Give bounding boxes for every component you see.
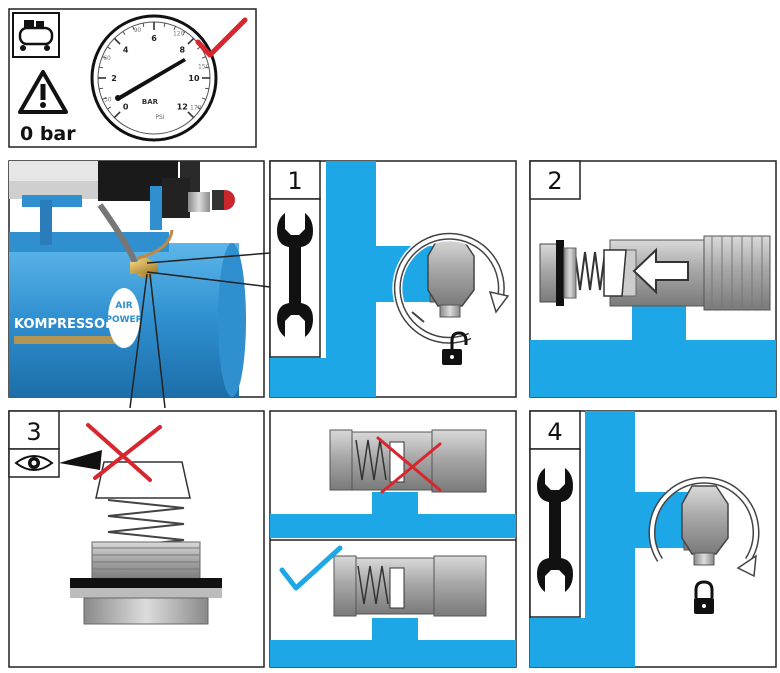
step3-number: 3 <box>26 418 41 446</box>
step3-panel: 3 <box>8 410 265 668</box>
red-checkmark <box>195 17 248 58</box>
gauge-tick <box>173 26 176 31</box>
insert-arrow <box>632 247 689 295</box>
eye-icon <box>14 455 54 471</box>
gauge-tick <box>201 97 206 100</box>
gauge-psi-tick-label: 170 <box>190 104 202 111</box>
gauge-tick <box>107 106 111 110</box>
gauge-psi-tick-label: 150 <box>198 64 210 71</box>
gauge-bar-tick-label: 0 <box>123 102 129 111</box>
step2-number: 2 <box>547 167 562 195</box>
gauge-tick <box>201 56 206 59</box>
threaded-plug <box>70 541 222 625</box>
gauge-tick <box>187 37 195 45</box>
gauge-tick <box>98 87 104 90</box>
gauge-tick <box>197 106 201 110</box>
callout-lines <box>129 252 271 409</box>
pressure-label: 0 bar <box>20 123 76 145</box>
gauge-tick <box>102 56 107 59</box>
step4-number: 4 <box>547 418 562 446</box>
step2-panel: 2 <box>529 160 777 398</box>
gauge-tick <box>113 111 121 119</box>
air-power-logo: AIR POWER <box>105 288 143 348</box>
gauge-tick <box>132 26 135 31</box>
gauge-tick <box>98 66 104 69</box>
gauge-psi-tick-label: 60 <box>103 55 111 62</box>
wrong-cross-mark <box>376 436 442 494</box>
gauge-tick <box>187 111 195 119</box>
wrench-icon <box>277 213 313 337</box>
padlock-closed-icon <box>694 580 714 614</box>
gauge-bar-tick-label: 10 <box>188 74 200 83</box>
svg-text:AIR: AIR <box>115 301 132 311</box>
pressure-gauge: BAR PSI 0 2 4 6 8 10 12 30 60 90 120 150 170 <box>90 14 218 142</box>
compressor-photo: KOMPRESSOR AIR POWER <box>8 160 265 398</box>
gauge-bar-tick-label: 8 <box>179 46 185 55</box>
orientation-comparison <box>269 410 517 668</box>
gauge-tick <box>107 46 111 50</box>
gauge-psi-tick-label: 30 <box>104 97 112 104</box>
gauge-psi-unit: PSI <box>155 114 164 121</box>
gauge-tick <box>204 66 210 69</box>
gauge-bar-tick-label: 12 <box>177 102 188 111</box>
step4-panel: 4 <box>529 410 777 668</box>
gauge-bar-tick-label: 6 <box>151 34 157 43</box>
step1-number: 1 <box>287 167 302 195</box>
blue-checkmark <box>279 545 343 591</box>
gauge-tick <box>163 22 166 28</box>
red-cross-mark <box>86 423 162 482</box>
gauge-tick <box>102 97 107 100</box>
header-panel: 0 bar BAR PSI 0 2 4 6 8 10 12 30 60 90 120 150 170 <box>8 8 257 148</box>
gauge-tick <box>204 87 210 90</box>
compressor-label: KOMPRESSOR <box>14 317 115 332</box>
gauge-bar-unit: BAR <box>142 98 159 106</box>
gauge-tick <box>142 22 145 28</box>
step1-panel: 1 <box>269 160 517 398</box>
gauge-bar-tick-label: 4 <box>123 46 129 55</box>
gauge-psi-tick-label: 90 <box>134 27 142 34</box>
compressor-icon <box>12 12 60 58</box>
padlock-open-icon <box>442 331 468 365</box>
gauge-tick <box>122 31 126 35</box>
wrench-icon <box>537 468 573 592</box>
gauge-psi-tick-label: 120 <box>173 30 185 37</box>
svg-text:POWER: POWER <box>105 315 142 325</box>
gauge-tick <box>113 37 121 45</box>
warning-triangle-icon <box>18 70 68 114</box>
gauge-tick <box>182 31 186 35</box>
gauge-bar-tick-label: 2 <box>111 74 117 83</box>
